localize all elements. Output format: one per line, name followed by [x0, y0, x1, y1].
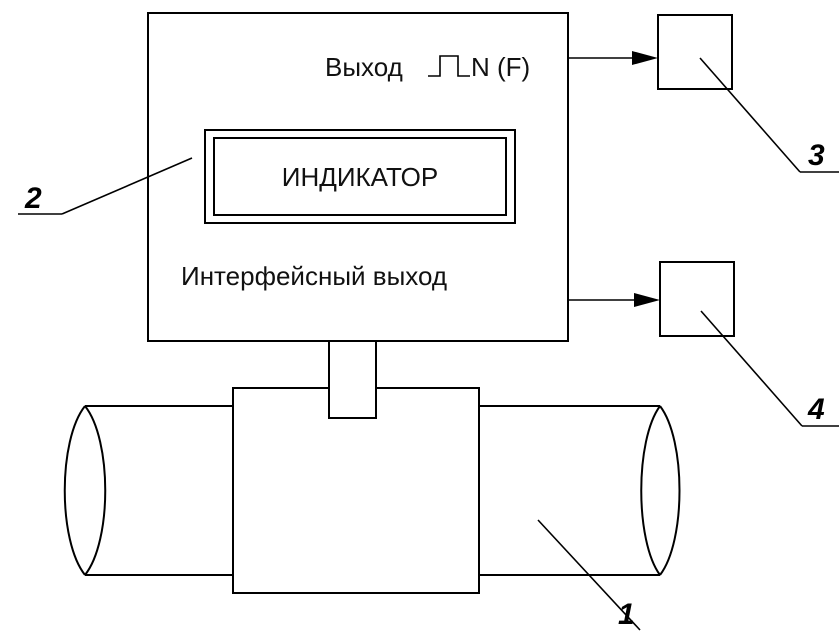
pulse-receiver-box: [657, 14, 733, 90]
callout-1-leader: [537, 519, 641, 631]
indicator: ИНДИКАТОР: [204, 129, 516, 224]
pulse-output-arrow: [568, 51, 658, 65]
callout-4-number: 4: [807, 393, 825, 426]
indicator-inner-frame: [213, 137, 507, 216]
callout-1-number: 1: [618, 598, 635, 631]
callout-4-leader: [700, 310, 803, 427]
interface-output-arrowhead: [634, 293, 660, 307]
pipe-left-break-inner: [84, 405, 107, 576]
pulse-output-label: Выход: [325, 52, 403, 82]
interface-output-label: Интерфейсный выход: [181, 261, 447, 291]
pipe-right-break-inner: [640, 405, 661, 576]
sensor-neck: [328, 339, 377, 419]
pulse-icon: [428, 55, 470, 77]
callout-2-number: 2: [24, 182, 42, 215]
pipe-left-break-outer: [63, 405, 86, 576]
interface-output-arrow: [568, 293, 660, 307]
pipe-right-break-outer: [659, 405, 681, 576]
pulse-output-suffix: N (F): [471, 52, 530, 82]
sensor-body: [232, 387, 480, 594]
callout-2-leader: [61, 157, 193, 215]
pulse-output-arrowhead: [632, 51, 658, 65]
indicator-label: ИНДИКАТОР: [282, 162, 439, 192]
callout-3-number: 3: [808, 139, 825, 172]
interface-receiver-box: [659, 261, 735, 337]
pipe: [63, 387, 681, 594]
callout-3-leader: [699, 57, 801, 173]
